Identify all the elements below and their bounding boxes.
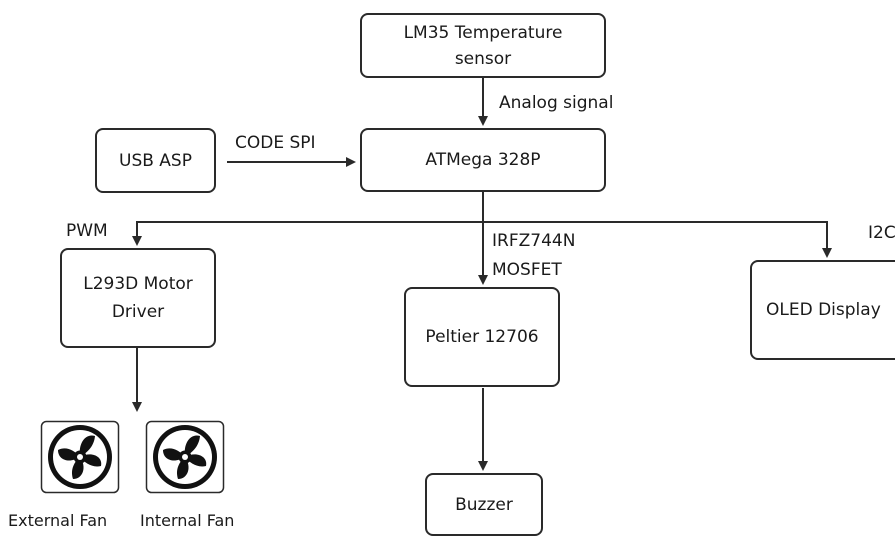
external-fan bbox=[40, 420, 120, 498]
buzzer-block: Buzzer bbox=[425, 473, 543, 536]
usbasp-block: USB ASP bbox=[95, 128, 216, 193]
pwm-label: PWM bbox=[66, 221, 108, 241]
external-fan-label: External Fan bbox=[8, 511, 108, 530]
internal-fan bbox=[145, 420, 225, 498]
mcu-block: ATMega 328P bbox=[360, 128, 606, 192]
code-spi-label: CODE SPI bbox=[235, 133, 316, 153]
buzzer-label: Buzzer bbox=[455, 494, 513, 515]
mosfet-label-line2: MOSFET bbox=[492, 260, 562, 280]
usbasp-label: USB ASP bbox=[119, 150, 192, 171]
oled-display-block: OLED Display bbox=[750, 260, 895, 360]
peltier-block: Peltier 12706 bbox=[404, 287, 560, 387]
lm35-sensor-block: LM35 Temperature sensor bbox=[360, 13, 606, 78]
motor-driver-block: L293D Motor Driver bbox=[60, 248, 216, 348]
internal-fan-label: Internal Fan bbox=[140, 511, 235, 530]
mcu-label: ATMega 328P bbox=[425, 150, 541, 170]
mosfet-label-line1: IRFZ744N bbox=[492, 231, 576, 251]
fan-icon bbox=[145, 420, 225, 494]
lm35-label: LM35 Temperature sensor bbox=[403, 22, 563, 69]
i2c-label: I2C bbox=[868, 223, 895, 243]
motor-driver-label: L293D Motor Driver bbox=[83, 274, 193, 322]
fan-icon bbox=[40, 420, 120, 494]
peltier-label: Peltier 12706 bbox=[425, 327, 539, 347]
oled-label: OLED Display bbox=[766, 300, 881, 320]
analog-signal-label: Analog signal bbox=[499, 93, 614, 113]
